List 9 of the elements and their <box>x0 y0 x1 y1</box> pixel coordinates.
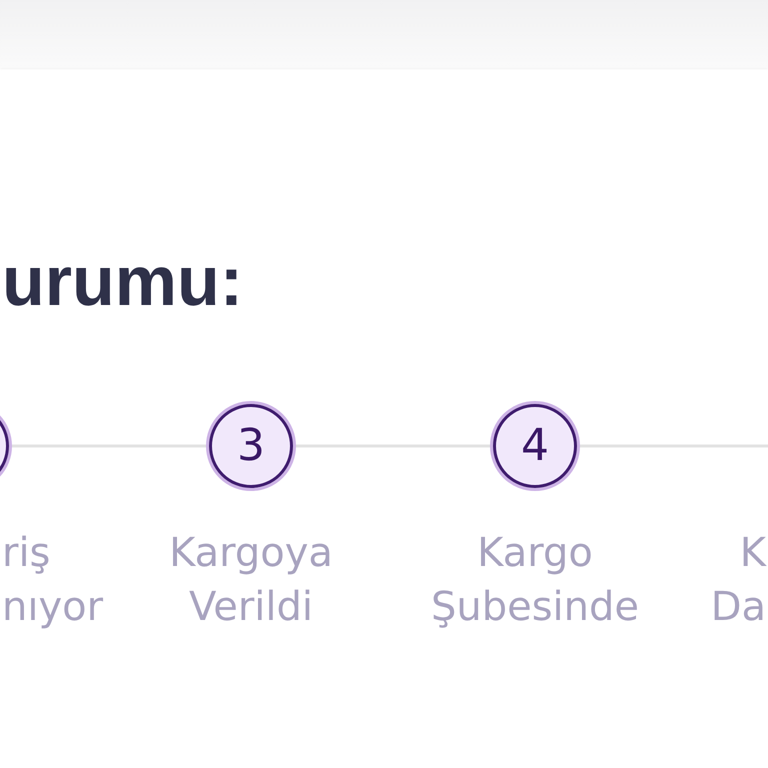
step-circle <box>490 401 580 491</box>
step-number: 4 <box>521 424 549 468</box>
step-number: 3 <box>237 424 265 468</box>
step-circle <box>206 401 296 491</box>
step-label: K Da <box>710 529 766 632</box>
step-label: Kargoya Verildi <box>168 529 334 632</box>
step-label: riş nıyor <box>2 529 104 632</box>
page-title: urumu: <box>2 246 244 316</box>
step-label: Kargo Şubesinde <box>430 529 640 632</box>
